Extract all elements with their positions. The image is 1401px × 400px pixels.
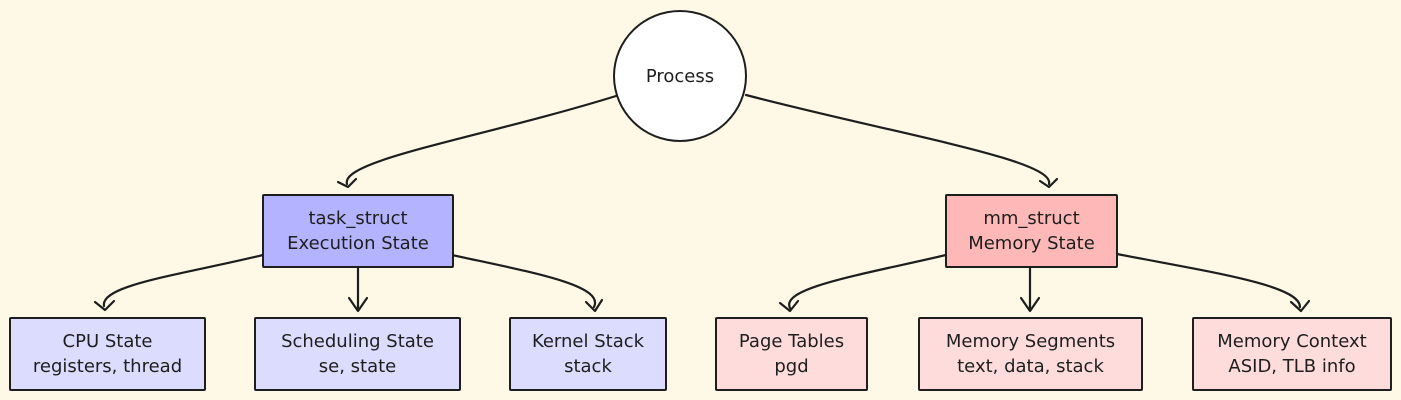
scheduling-state-subtitle: se, state [318, 356, 397, 377]
process-label: Process [645, 65, 715, 87]
page-tables-subtitle: pgd [774, 356, 809, 377]
edge-process-task-struct [345, 94, 618, 186]
memory-segments-node[interactable]: Memory Segments text, data, stack [918, 317, 1143, 391]
kernel-stack-subtitle: stack [564, 356, 612, 377]
scheduling-state-node[interactable]: Scheduling State se, state [254, 317, 461, 391]
page-tables-title: Page Tables [738, 331, 845, 352]
process-node[interactable]: Process [613, 10, 747, 142]
edge-mm-struct-page-tables [788, 253, 948, 310]
memory-segments-title: Memory Segments [945, 331, 1116, 352]
task-struct-node[interactable]: task_struct Execution State [262, 194, 454, 268]
arrowhead-mm-struct [1038, 177, 1059, 189]
edge-task-struct-kernel-stack [450, 253, 597, 309]
mm-struct-subtitle: Memory State [968, 233, 1095, 254]
memory-context-node[interactable]: Memory Context ASID, TLB info [1192, 317, 1392, 391]
kernel-stack-node[interactable]: Kernel Stack stack [509, 317, 667, 391]
mm-struct-title: mm_struct [983, 208, 1080, 229]
cpu-state-subtitle: registers, thread [32, 356, 183, 377]
mm-struct-node[interactable]: mm_struct Memory State [945, 194, 1118, 268]
task-struct-subtitle: Execution State [287, 233, 429, 254]
memory-context-title: Memory Context [1217, 331, 1367, 352]
edge-mm-struct-memory-context [1115, 252, 1302, 309]
task-struct-title: task_struct [308, 208, 408, 229]
kernel-stack-title: Kernel Stack [531, 331, 645, 352]
memory-context-subtitle: ASID, TLB info [1228, 356, 1356, 377]
arrowhead-memory-segments [1019, 296, 1041, 313]
edge-process-mm-struct [744, 93, 1051, 186]
page-tables-node[interactable]: Page Tables pgd [715, 317, 868, 391]
arrowhead-task-struct [336, 177, 358, 189]
arrowhead-kernel-stack [584, 298, 604, 313]
arrowhead-cpu-state [93, 299, 116, 312]
arrowhead-page-tables [778, 299, 800, 313]
cpu-state-title: CPU State [62, 331, 153, 352]
arrowhead-scheduling-state [347, 296, 369, 313]
memory-segments-subtitle: text, data, stack [957, 356, 1104, 377]
scheduling-state-title: Scheduling State [281, 331, 434, 352]
cpu-state-node[interactable]: CPU State registers, thread [9, 317, 206, 391]
edge-task-struct-cpu-state [102, 253, 265, 308]
arrowhead-memory-context [1289, 299, 1311, 313]
